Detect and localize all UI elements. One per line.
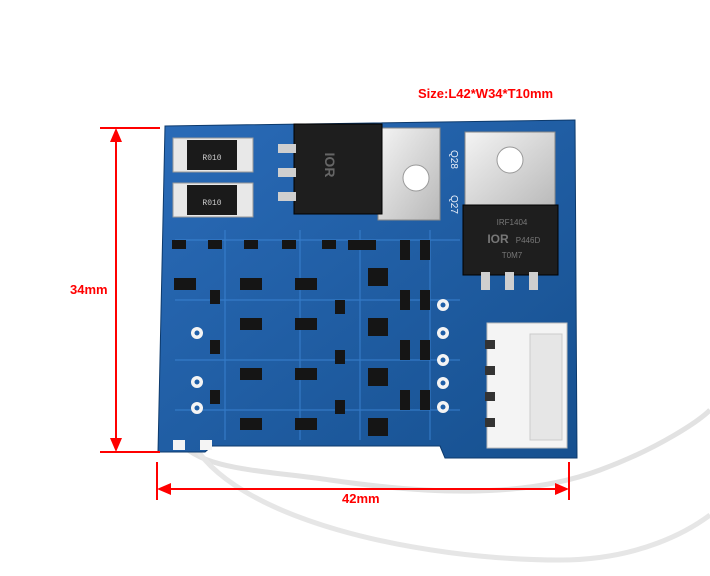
white-wire-inner (187, 436, 710, 563)
mosfet-b-line1: IRF1404 (497, 218, 528, 227)
mosfet-a-marking: IOR (322, 153, 338, 178)
size-title: Size:L42*W34*T10mm (418, 86, 554, 101)
white-wire-outer (175, 408, 710, 494)
balance-connector (485, 322, 568, 449)
smd-components (172, 240, 430, 436)
height-dimension-arrow (100, 127, 160, 453)
height-label: 34mm (70, 282, 108, 297)
mosfet-q28: IOR (278, 123, 441, 221)
mosfet-b-line3: P446D (516, 236, 541, 245)
resistor-bottom-marking: R010 (202, 199, 221, 208)
q28-label: Q28 (448, 150, 459, 169)
resistor-top-marking: R010 (202, 154, 221, 163)
mosfet-q27: IRF1404 IOR P446D T0M7 (462, 131, 559, 290)
mosfet-b-line2: IOR (487, 232, 509, 246)
mosfet-b-line4: T0M7 (502, 251, 523, 260)
width-dimension-arrow (156, 462, 570, 500)
q27-label: Q27 (448, 195, 459, 214)
shunt-resistor-bottom: R010 (172, 182, 254, 218)
width-label: 42mm (342, 491, 380, 506)
shunt-resistor-top: R010 (172, 137, 254, 173)
